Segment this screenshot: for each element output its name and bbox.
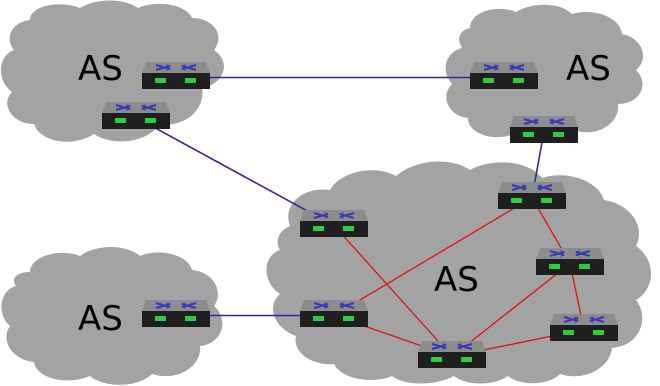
router-icon-r-c-4 [534,246,606,277]
router-icon-r-tl-2 [100,100,172,131]
router-icon-r-c-5 [416,339,488,370]
router-icon-r-c-3 [298,298,370,329]
link-r-c-2-r-c-5 [333,225,453,357]
link-r-tl-2-r-c-2 [135,116,335,227]
as-label-top-right: AS [566,49,611,89]
as-label-top-left: AS [78,49,123,89]
as-label-bottom-left: AS [78,299,123,339]
router-icon-r-tl-1 [140,60,212,91]
router-icon-r-tr-2 [508,114,580,145]
cloud-as-bottom-left [1,247,223,385]
as-label-center: AS [434,260,479,300]
router-icon-r-c-2 [298,208,370,239]
router-icon-r-tr-1 [468,60,540,91]
cloud-as-top-right [445,4,644,143]
link-r-c-1-r-c-3 [333,196,533,317]
router-icon-r-bl-1 [140,298,212,329]
cloud-as-top-left [0,0,224,142]
router-icon-r-c-1 [496,180,568,211]
router-icon-r-c-6 [548,312,620,343]
